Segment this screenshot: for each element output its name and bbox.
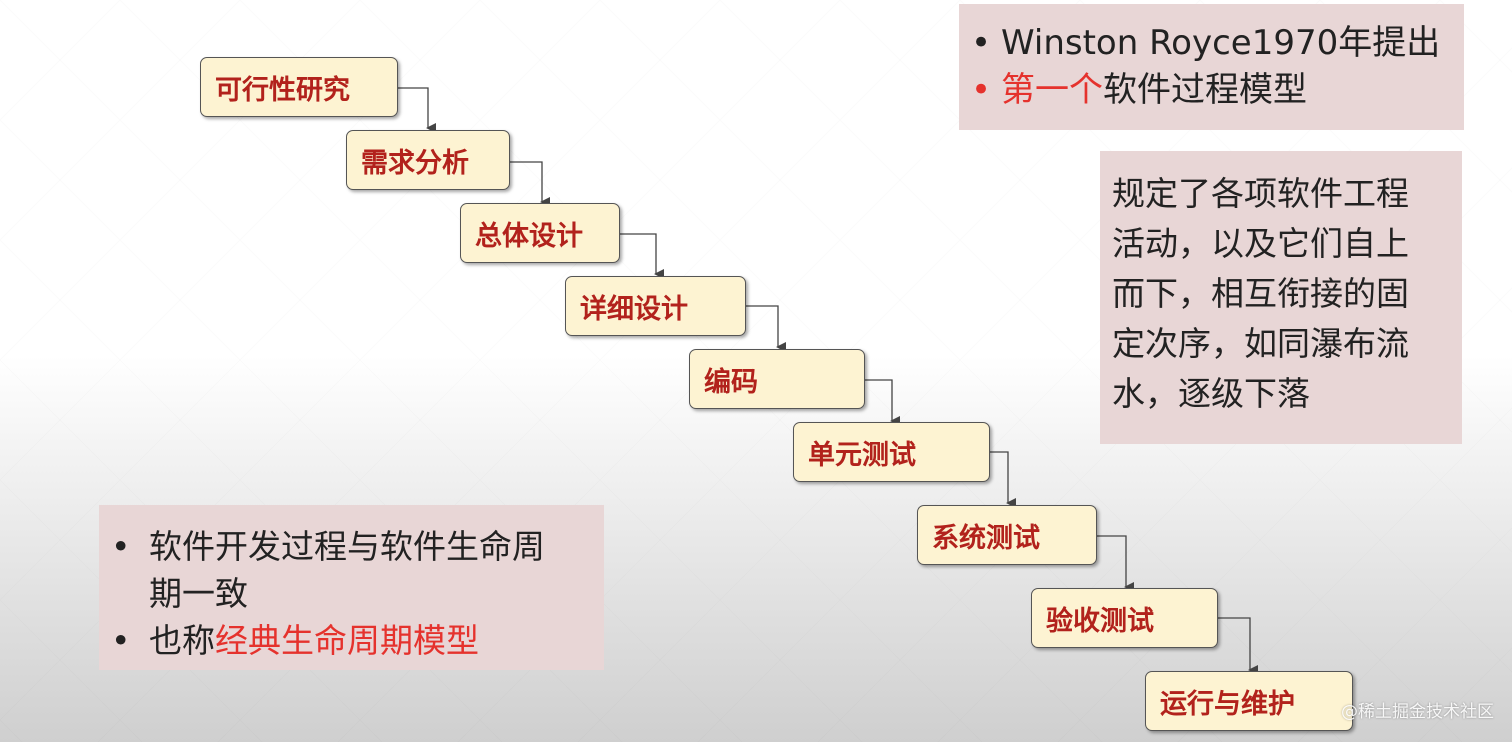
bottom-panel-text-1b: 期一致: [149, 574, 248, 613]
step-coding: 编码: [689, 349, 865, 409]
arrow-7: [1097, 535, 1134, 592]
arrow-1: [398, 87, 436, 133]
arrow-5: [865, 379, 900, 426]
step-acceptance-testing: 验收测试: [1031, 588, 1218, 648]
arrow-8: [1218, 617, 1258, 675]
bottom-panel-item-2: • 也称经典生命周期模型: [111, 617, 604, 664]
bottom-panel-prefix: 也称: [149, 621, 215, 660]
top-panel-item-2: • 第一个软件过程模型: [971, 67, 1464, 114]
bottom-panel-text-1a: 软件开发过程与软件生命周: [149, 527, 545, 566]
step-unit-testing: 单元测试: [793, 422, 990, 482]
bottom-panel-item-1: • 软件开发过程与软件生命周 期一致: [111, 523, 604, 617]
bullet-icon: •: [111, 527, 131, 566]
top-panel-text-2-rest: 软件过程模型: [1103, 70, 1307, 110]
step-operation-maintenance: 运行与维护: [1145, 671, 1353, 731]
top-panel-text-1: Winston Royce1970年提出: [1001, 23, 1441, 63]
arrow-6: [990, 451, 1016, 508]
step-system-testing: 系统测试: [917, 505, 1097, 565]
step-feasibility-study: 可行性研究: [200, 57, 398, 117]
right-description-panel: 规定了各项软件工程 活动，以及它们自上 而下，相互衔接的固 定次序，如同瀑布流 …: [1100, 151, 1462, 444]
top-info-panel: • Winston Royce1970年提出 • 第一个软件过程模型: [959, 4, 1464, 130]
highlight-classic-model: 经典生命周期模型: [215, 621, 479, 660]
bullet-icon: •: [971, 23, 992, 63]
watermark: @稀土掘金技术社区: [1341, 702, 1494, 722]
top-panel-item-1: • Winston Royce1970年提出: [971, 20, 1464, 67]
arrow-3: [620, 233, 664, 279]
bottom-panel-text-2: 也称经典生命周期模型: [149, 617, 479, 664]
step-detailed-design: 详细设计: [565, 276, 746, 336]
description-line-1: 规定了各项软件工程: [1112, 174, 1409, 213]
step-overall-design: 总体设计: [460, 203, 620, 263]
description-line-3: 而下，相互衔接的固: [1112, 274, 1409, 313]
description-line-5: 水，逐级下落: [1112, 374, 1310, 413]
bullet-icon: •: [111, 621, 131, 660]
highlight-first: 第一个: [1001, 70, 1103, 110]
top-panel-text-2: 第一个软件过程模型: [1001, 67, 1307, 114]
description-line-4: 定次序，如同瀑布流: [1112, 324, 1409, 363]
description-line-2: 活动，以及它们自上: [1112, 224, 1409, 263]
bullet-icon: •: [971, 70, 992, 110]
arrow-4: [746, 305, 786, 352]
bottom-info-panel: • 软件开发过程与软件生命周 期一致 • 也称经典生命周期模型: [99, 505, 604, 670]
step-requirements-analysis: 需求分析: [346, 130, 510, 190]
arrow-2: [510, 161, 550, 207]
